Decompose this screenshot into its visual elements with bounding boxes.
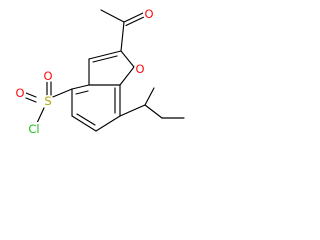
- sulfonyl-oxygen-lower-label: O: [15, 86, 24, 100]
- bond-c6-c5: [71, 115, 97, 132]
- sulfonyl-oxygen-lower-atom: O: [14, 86, 26, 100]
- bond-c4-c3a: [71, 84, 90, 90]
- ketone-oxygen-atom: O: [143, 7, 155, 21]
- sulfonyl-oxygen-upper-label: O: [43, 69, 52, 83]
- bond-sulfur-oxygen-lower-second: [25, 97, 37, 103]
- bond-furan-oxygen-c7a: [119, 66, 135, 86]
- chlorine-atom: Cl: [26, 122, 42, 136]
- bond-carbonyl-oxygen: [123, 12, 144, 23]
- bond-sulfur-oxygen-lower: [25, 92, 37, 98]
- chlorine-label: Cl: [28, 122, 39, 136]
- bond-sulfur-chlorine: [36, 107, 45, 124]
- atom-labels: O O S O O Cl: [14, 7, 155, 136]
- bond-c4-c3a-second: [75, 90, 89, 95]
- bond-c7-c6: [95, 115, 121, 132]
- bond-ch-methyl: [144, 87, 155, 106]
- sulfur-label: S: [44, 94, 51, 108]
- sulfonyl-oxygen-upper-atom: O: [42, 69, 54, 83]
- bond-c7-ch: [119, 104, 146, 117]
- bond-ch-ch2: [144, 104, 163, 119]
- bond-c2-c3-second: [92, 55, 118, 63]
- molecule-structure: O O S O O Cl: [14, 7, 185, 136]
- bond-methyl-carbonyl: [100, 9, 125, 23]
- bond-carbonyl-oxygen-second: [125, 16, 145, 27]
- bond-c6-c5-second: [76, 113, 96, 126]
- bond-carbonyl-c2: [120, 21, 125, 52]
- bond-c2-furan-oxygen: [120, 50, 135, 68]
- bond-c2-c3: [88, 50, 122, 60]
- furan-oxygen-label: O: [135, 62, 144, 76]
- sulfur-atom: S: [42, 94, 54, 108]
- ketone-oxygen-label: O: [144, 7, 153, 21]
- bonds: [25, 9, 185, 132]
- furan-oxygen-atom: O: [134, 62, 146, 76]
